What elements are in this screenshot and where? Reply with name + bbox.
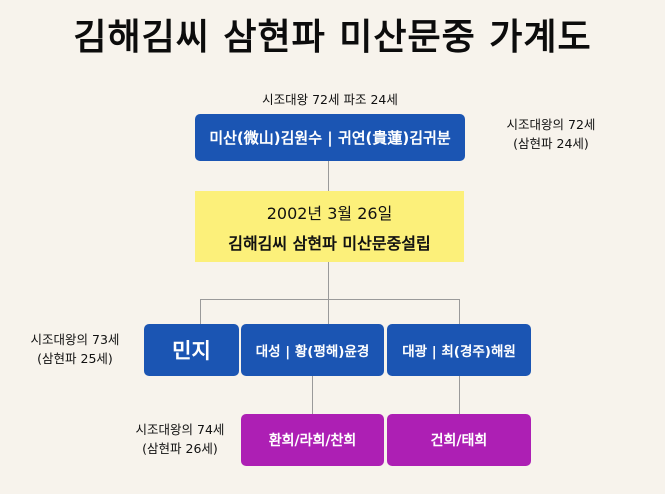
- connector-daegwang-to-grandchildren: [459, 376, 460, 414]
- gen73-note: 시조대왕의 73세 (삼현파 25세): [10, 330, 140, 368]
- connector-child-left: [200, 299, 201, 324]
- child-daesung-box: 대성 | 황(평해)윤경: [241, 324, 384, 376]
- founder-generation-note-line1: 시조대왕의 72세: [506, 117, 596, 132]
- connector-daesung-to-grandchildren: [312, 376, 313, 414]
- connector-establishment-to-children: [328, 262, 329, 324]
- founder-caption: 시조대왕 72세 파조 24세: [262, 92, 398, 107]
- gen73-note-line1: 시조대왕의 73세: [30, 332, 120, 347]
- grandchildren-daesung-box: 환희/라희/찬희: [241, 414, 384, 466]
- gen74-note: 시조대왕의 74세 (삼현파 26세): [120, 420, 240, 458]
- gen74-note-line2: (삼현파 26세): [142, 441, 218, 456]
- grandchildren-daegwang-box: 건희/태희: [387, 414, 531, 466]
- connector-child-right: [459, 299, 460, 324]
- page-title: 김해김씨 삼현파 미산문중 가계도: [73, 16, 592, 58]
- founder-couple-box: 미산(微山)김원수 | 귀연(貴蓮)김귀분: [195, 114, 465, 161]
- gen73-note-line2: (삼현파 25세): [37, 351, 113, 366]
- establishment-date: 2002년 3월 26일: [266, 203, 393, 223]
- founder-generation-note: 시조대왕의 72세 (삼현파 24세): [490, 115, 612, 153]
- child-daegwang-box: 대광 | 최(경주)해원: [387, 324, 531, 376]
- child-minji-box: 민지: [144, 324, 239, 376]
- gen74-note-line1: 시조대왕의 74세: [135, 422, 225, 437]
- establishment-name: 김해김씨 삼현파 미산문중설립: [228, 233, 431, 253]
- establishment-box: 2002년 3월 26일 김해김씨 삼현파 미산문중설립: [195, 191, 464, 262]
- connector-children-horizontal: [200, 299, 460, 300]
- connector-founder-to-establishment: [328, 161, 329, 191]
- founder-generation-note-line2: (삼현파 24세): [513, 136, 589, 151]
